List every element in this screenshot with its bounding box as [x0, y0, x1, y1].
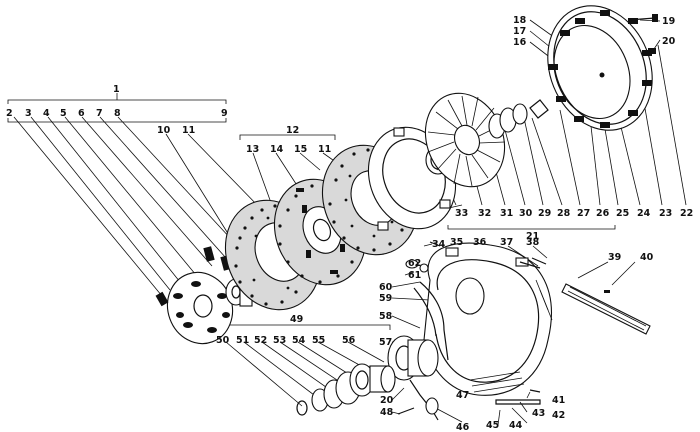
- label-19: 19: [662, 16, 675, 27]
- bracket-group-1: [7, 93, 227, 104]
- label-35: 35: [450, 237, 463, 248]
- label-5: 5: [60, 108, 67, 119]
- label-27: 27: [577, 208, 590, 219]
- label-37: 37: [500, 237, 513, 248]
- label-17: 17: [513, 26, 526, 37]
- shaft-key: [604, 290, 610, 293]
- label-54: 54: [292, 335, 306, 346]
- diaphragm-spring: [424, 92, 506, 188]
- label-11b: 11: [318, 144, 331, 155]
- bracket-group-49: [214, 324, 391, 330]
- bracket-group-9: [7, 118, 227, 123]
- leader-lines: [13, 19, 687, 426]
- label-9: 9: [221, 108, 228, 119]
- label-44: 44: [509, 420, 523, 431]
- small-bolt-pin: [155, 291, 169, 307]
- label-45: 45: [486, 420, 499, 431]
- label-48: 48: [380, 407, 394, 418]
- pivot-stud: [405, 259, 419, 269]
- label-1: 1: [113, 84, 120, 95]
- bearing-carrier: [387, 335, 439, 381]
- label-10: 10: [157, 125, 171, 136]
- label-49: 49: [290, 314, 303, 325]
- label-60: 60: [379, 282, 393, 293]
- label-14: 14: [270, 144, 284, 155]
- input-shaft: [561, 283, 651, 335]
- clutch-cover: [547, 5, 653, 131]
- label-59: 59: [379, 293, 392, 304]
- label-23: 23: [659, 208, 672, 219]
- cover-washer: [648, 48, 656, 54]
- label-62: 62: [408, 258, 421, 269]
- cover-bolt: [627, 14, 658, 22]
- label-6: 6: [78, 108, 85, 119]
- label-2: 2: [6, 108, 13, 119]
- label-34: 34: [432, 239, 446, 250]
- label-29: 29: [538, 208, 551, 219]
- label-3: 3: [25, 108, 32, 119]
- part-labels: 1 2 3 4 5 6 7 8 9 10 11 12 13 14 15 11 1…: [6, 15, 693, 432]
- label-20b: 20: [380, 395, 394, 406]
- label-41: 41: [552, 395, 565, 406]
- label-52: 52: [254, 335, 267, 346]
- bracket-group-12: [239, 134, 336, 140]
- label-8: 8: [114, 108, 121, 119]
- label-31: 31: [500, 208, 513, 219]
- label-50: 50: [216, 335, 230, 346]
- label-47: 47: [456, 390, 469, 401]
- label-39: 39: [608, 252, 621, 263]
- label-15: 15: [294, 144, 307, 155]
- label-16: 16: [513, 37, 527, 48]
- snap-rings-chain: [296, 363, 396, 416]
- lever-bolt: [397, 407, 415, 415]
- label-38: 38: [526, 237, 540, 248]
- label-26: 26: [596, 208, 610, 219]
- label-25: 25: [616, 208, 629, 219]
- release-fork: [413, 263, 449, 361]
- label-43: 43: [532, 408, 545, 419]
- label-7: 7: [96, 108, 103, 119]
- label-55: 55: [312, 335, 325, 346]
- label-36: 36: [473, 237, 487, 248]
- bracket-group-21: [447, 225, 616, 230]
- label-4: 4: [43, 108, 50, 119]
- label-58: 58: [379, 311, 393, 322]
- damper-hub-plate: [166, 271, 234, 345]
- label-56: 56: [342, 335, 356, 346]
- small-bracket: [529, 99, 549, 119]
- bell-housing: [423, 242, 553, 405]
- thrust-rings: [488, 103, 528, 139]
- label-61: 61: [408, 270, 421, 281]
- housing-bolts: [429, 241, 547, 393]
- label-53: 53: [273, 335, 286, 346]
- label-11a: 11: [182, 125, 195, 136]
- label-18: 18: [513, 15, 527, 26]
- label-40: 40: [640, 252, 654, 263]
- label-30: 30: [519, 208, 533, 219]
- label-20a: 20: [662, 36, 676, 47]
- label-42: 42: [552, 410, 565, 421]
- label-24: 24: [637, 208, 651, 219]
- label-22: 22: [680, 208, 693, 219]
- label-12: 12: [286, 125, 299, 136]
- clutch-lever: [409, 379, 439, 421]
- label-28: 28: [557, 208, 571, 219]
- label-13: 13: [246, 144, 259, 155]
- label-33: 33: [455, 208, 468, 219]
- label-51: 51: [236, 335, 249, 346]
- label-21: 21: [526, 231, 539, 242]
- label-57: 57: [379, 337, 392, 348]
- label-32: 32: [478, 208, 491, 219]
- label-46: 46: [456, 422, 470, 432]
